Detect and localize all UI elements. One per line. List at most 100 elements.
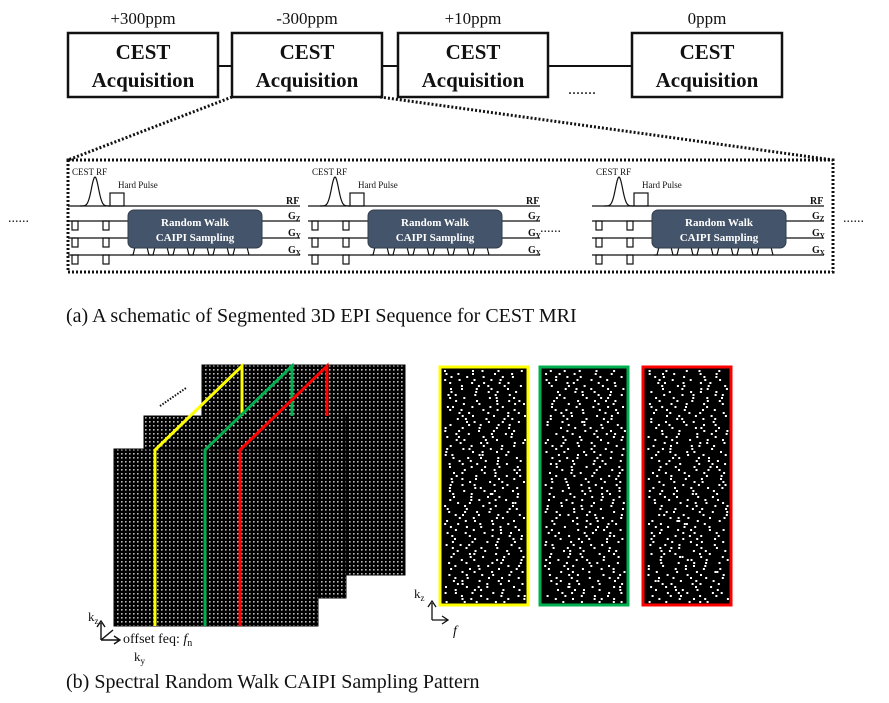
sample-point [606, 526, 609, 528]
sample-point [676, 571, 679, 573]
offset-label: +300ppm [110, 9, 175, 28]
sample-point [620, 592, 623, 594]
sample-point [473, 421, 476, 423]
sample-point [518, 400, 521, 402]
sample-point [615, 550, 618, 552]
sample-point [511, 502, 514, 504]
sample-point [708, 553, 711, 555]
sample-point [580, 505, 583, 507]
sample-point [597, 394, 600, 396]
sample-point [656, 475, 659, 477]
sample-point [677, 433, 680, 435]
sample-point [506, 550, 509, 552]
gradient-lobe [102, 237, 110, 248]
sample-point [516, 487, 519, 489]
sample-point [674, 586, 677, 588]
sample-point [483, 490, 486, 492]
sequence-frame [66, 158, 835, 274]
sample-point [618, 466, 621, 468]
sample-point [700, 541, 703, 543]
sample-point [446, 520, 449, 522]
sample-point [714, 424, 717, 426]
sample-point [466, 376, 469, 378]
sample-point [613, 553, 615, 555]
sample-point [555, 511, 558, 513]
sample-point [495, 517, 498, 519]
sample-point [521, 583, 524, 585]
sample-point [472, 529, 475, 531]
sample-point [505, 454, 508, 456]
sample-point [572, 460, 574, 462]
sample-point [567, 487, 570, 489]
axis-label: RF [526, 196, 539, 207]
sample-point [513, 586, 515, 588]
pattern-frame [538, 365, 630, 607]
sample-point [451, 547, 454, 549]
sample-point [549, 472, 551, 474]
sample-point [448, 562, 451, 564]
sample-point [664, 382, 666, 384]
sample-point [688, 412, 691, 414]
sample-point [718, 370, 721, 372]
sample-point [559, 580, 562, 582]
sample-point [492, 523, 495, 525]
sample-point [572, 520, 574, 522]
sample-point [545, 541, 548, 543]
sample-point [458, 430, 461, 432]
sample-point [601, 496, 604, 498]
sample-point [561, 421, 564, 423]
sample-point [496, 451, 498, 453]
hard-pulse [633, 192, 649, 207]
sample-point [725, 388, 728, 390]
sample-point [473, 571, 476, 573]
sample-point [581, 568, 584, 570]
sample-point [699, 595, 702, 597]
sample-point [590, 388, 593, 390]
sample-point [576, 574, 579, 576]
sample-point [462, 403, 465, 405]
sample-point [712, 490, 715, 492]
sample-point [446, 532, 449, 534]
sample-point [468, 424, 471, 426]
sample-point [588, 577, 591, 579]
sample-point [474, 538, 477, 540]
sample-point [599, 376, 602, 378]
sample-point [470, 499, 473, 501]
sample-point [695, 571, 698, 573]
sample-point [457, 502, 460, 504]
sample-point [452, 553, 455, 555]
sample-point [655, 589, 657, 591]
sample-point [721, 403, 724, 405]
sample-point [603, 529, 606, 531]
sample-point [465, 508, 468, 510]
sample-point [714, 571, 717, 573]
sample-point [669, 595, 672, 597]
sample-point [593, 391, 596, 393]
offset-label: 0ppm [688, 9, 727, 28]
sample-point [580, 601, 583, 603]
sample-point [616, 424, 619, 426]
sample-point [615, 478, 618, 480]
sample-point [650, 553, 653, 555]
sample-point [716, 589, 719, 591]
sample-point [600, 397, 603, 399]
sample-point [725, 508, 728, 510]
sample-point [444, 427, 447, 429]
sample-point [564, 388, 567, 390]
axis-label: GX [288, 245, 301, 257]
sample-point [592, 463, 595, 465]
sample-point [597, 403, 600, 405]
sample-point [473, 553, 476, 555]
sample-point [608, 550, 610, 552]
caption-b: (b) Spectral Random Walk CAIPI Sampling … [66, 671, 480, 693]
sample-point [550, 580, 553, 582]
sample-point [496, 541, 499, 543]
sample-point [658, 481, 661, 483]
ky-label: ky [134, 649, 146, 666]
sample-point [496, 409, 499, 411]
sample-point [617, 541, 620, 543]
sample-point [704, 499, 707, 501]
sample-point [701, 508, 704, 510]
pattern-background [643, 367, 731, 605]
